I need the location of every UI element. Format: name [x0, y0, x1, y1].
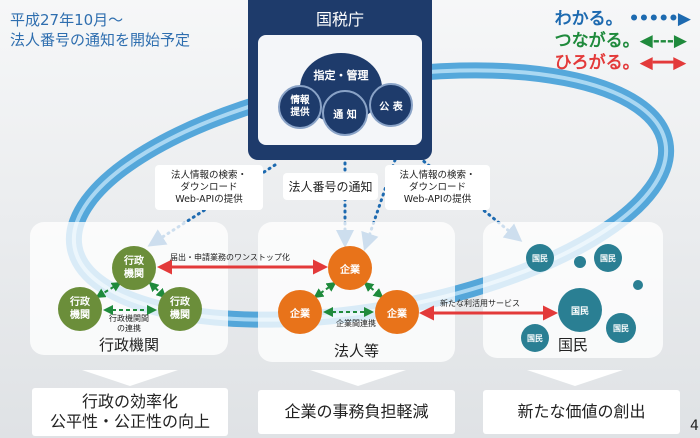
legend-item-spread: ひろがる。◀━━▶ — [554, 53, 687, 73]
nta-box: 国税庁 指定・管理 情報提供 通 知 公 表 — [248, 0, 432, 160]
result-gov: 行政の効率化公平性・公正性の向上 — [32, 388, 228, 436]
panel-corp: 法人等 企業間連携 — [258, 222, 455, 362]
panel-corp-title: 法人等 — [333, 342, 379, 360]
node-citizen: 国民 — [606, 313, 636, 343]
panel-gov-title: 行政機関 — [98, 336, 159, 354]
header-date: 平成27年10月～ — [10, 11, 124, 29]
node-citizen: 国民 — [558, 288, 602, 332]
node-corp: 企業 — [278, 290, 322, 334]
nta-inner: 指定・管理 情報提供 通 知 公 表 — [258, 35, 422, 145]
header: 平成27年10月～ 法人番号の通知を開始予定 — [10, 10, 190, 50]
nta-title: 国税庁 — [315, 10, 364, 29]
gov-link-label: 行政機関間の連携 — [109, 314, 149, 333]
node-gov: 行政機関 — [112, 246, 156, 290]
chevron-down-icon — [310, 370, 406, 386]
node-corp: 企業 — [375, 290, 419, 334]
node-citizen: 国民 — [521, 324, 549, 352]
result-corp: 企業の事務負担軽減 — [258, 390, 455, 434]
newservice-label: 新たな利活用サービス — [440, 299, 520, 308]
legend-item-connect: つながる。◀‑‑‑▶ — [554, 31, 687, 51]
chevron-down-icon — [527, 370, 623, 386]
node-corp: 企業 — [328, 246, 372, 290]
page-number: 4 — [690, 418, 699, 434]
legend: わかる。 •••••▶ つながる。◀‑‑‑▶ ひろがる。◀━━▶ — [554, 8, 691, 74]
label-center: 法人番号の通知 — [283, 173, 378, 200]
node-citizen: 国民 — [594, 244, 622, 272]
header-subtitle: 法人番号の通知を開始予定 — [10, 31, 191, 49]
chevron-down-icon — [82, 370, 178, 386]
onestop-label: 届出・申請業務のワンストップ化 — [170, 253, 290, 262]
node-gov: 行政機関 — [158, 287, 202, 331]
circle-info: 情報提供 — [278, 85, 322, 129]
panel-citizen-title: 国民 — [557, 336, 588, 354]
circle-notify: 通 知 — [322, 90, 368, 136]
result-citizen: 新たな価値の創出 — [483, 390, 680, 434]
legend-item-understand: わかる。 •••••▶ — [554, 9, 691, 29]
corp-link-label: 企業間連携 — [336, 319, 376, 328]
node-gov: 行政機関 — [58, 287, 102, 331]
node-citizen: 国民 — [526, 244, 554, 272]
circle-publish: 公 表 — [369, 83, 413, 127]
